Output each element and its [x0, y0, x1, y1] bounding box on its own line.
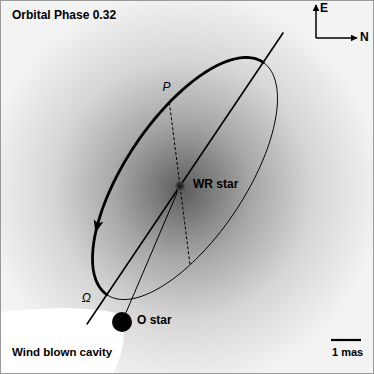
o-star-disc: [112, 312, 132, 332]
compass-label: N: [360, 31, 369, 45]
phase-title: Orbital Phase 0.32: [12, 9, 116, 23]
star-label: O star: [137, 314, 172, 328]
compass-label: E: [320, 2, 328, 16]
scale-bar: [331, 339, 361, 341]
line-of-nodes: [87, 33, 284, 325]
connector-line: [126, 192, 178, 313]
star-dot: [112, 312, 132, 332]
o-star: O star: [112, 312, 132, 332]
cavity-label: Wind blown cavity: [12, 346, 112, 359]
node-label: Ω: [82, 292, 91, 306]
compass-arrow: [316, 37, 357, 39]
direction-arrowhead: [94, 219, 104, 233]
compass-arrow: [315, 5, 317, 38]
periastron-label: P: [162, 81, 170, 95]
wr-star: WR star: [174, 180, 186, 192]
orbit-layer: [87, 33, 284, 325]
apsides-line: [169, 102, 190, 264]
scale-label: 1 mas: [332, 346, 363, 359]
star-dot: [174, 180, 186, 192]
wr-star-glow: [174, 180, 186, 192]
orbit-arc: [93, 57, 264, 294]
star-label: WR star: [193, 178, 238, 192]
wind-cavity: [0, 308, 124, 374]
